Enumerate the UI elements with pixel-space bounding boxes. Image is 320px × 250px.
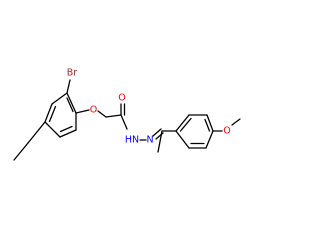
molecule-diagram: Br O O HN N O	[13, 68, 241, 161]
bond-ring-b-1-inner	[179, 117, 192, 132]
bond-ring-b-4	[205, 130, 214, 149]
structure-canvas: Br O O HN N O	[13, 67, 241, 161]
bond-ring-a-1	[44, 103, 53, 123]
bond-c-br	[66, 79, 71, 94]
bond-ch2-carbonyl	[105, 114, 122, 118]
atom-label-methoxy-oxygen: O	[223, 126, 230, 137]
bond-ring-a-6	[44, 121, 61, 138]
bond-ring-a-2	[51, 92, 68, 105]
bond-ring-b-1	[175, 114, 190, 132]
bond-imine-methyl	[157, 130, 163, 153]
bond-ethyl-ring	[27, 121, 46, 144]
bond-n-c-imine	[152, 128, 162, 137]
bond-ring-a-1-inner	[48, 105, 57, 123]
atom-label-imine-nitrogen: N	[146, 135, 153, 146]
bond-ring-b-3-inner	[204, 118, 211, 132]
atom-label-hydrazide-nh: HN	[125, 135, 139, 146]
bond-ethyl-terminal	[13, 142, 29, 161]
bond-ring-b-6	[175, 130, 190, 149]
bond-ring-o-ether	[75, 109, 90, 114]
bond-ring-a-3-inner	[66, 97, 74, 113]
atom-label-carbonyl-oxygen: O	[118, 93, 125, 104]
bond-o-ether-ch2	[97, 110, 107, 118]
bond-ring-b-3	[206, 114, 214, 132]
bond-o-methoxy-ch3	[231, 118, 241, 126]
bond-ring-a-5-inner	[59, 125, 73, 133]
atom-label-bromine: Br	[67, 68, 78, 79]
atom-label-ether-oxygen: O	[90, 105, 97, 116]
bond-ring-a-3	[66, 92, 77, 114]
bond-carbonyl-nh	[120, 114, 128, 130]
bond-ring-a-5	[59, 129, 77, 138]
